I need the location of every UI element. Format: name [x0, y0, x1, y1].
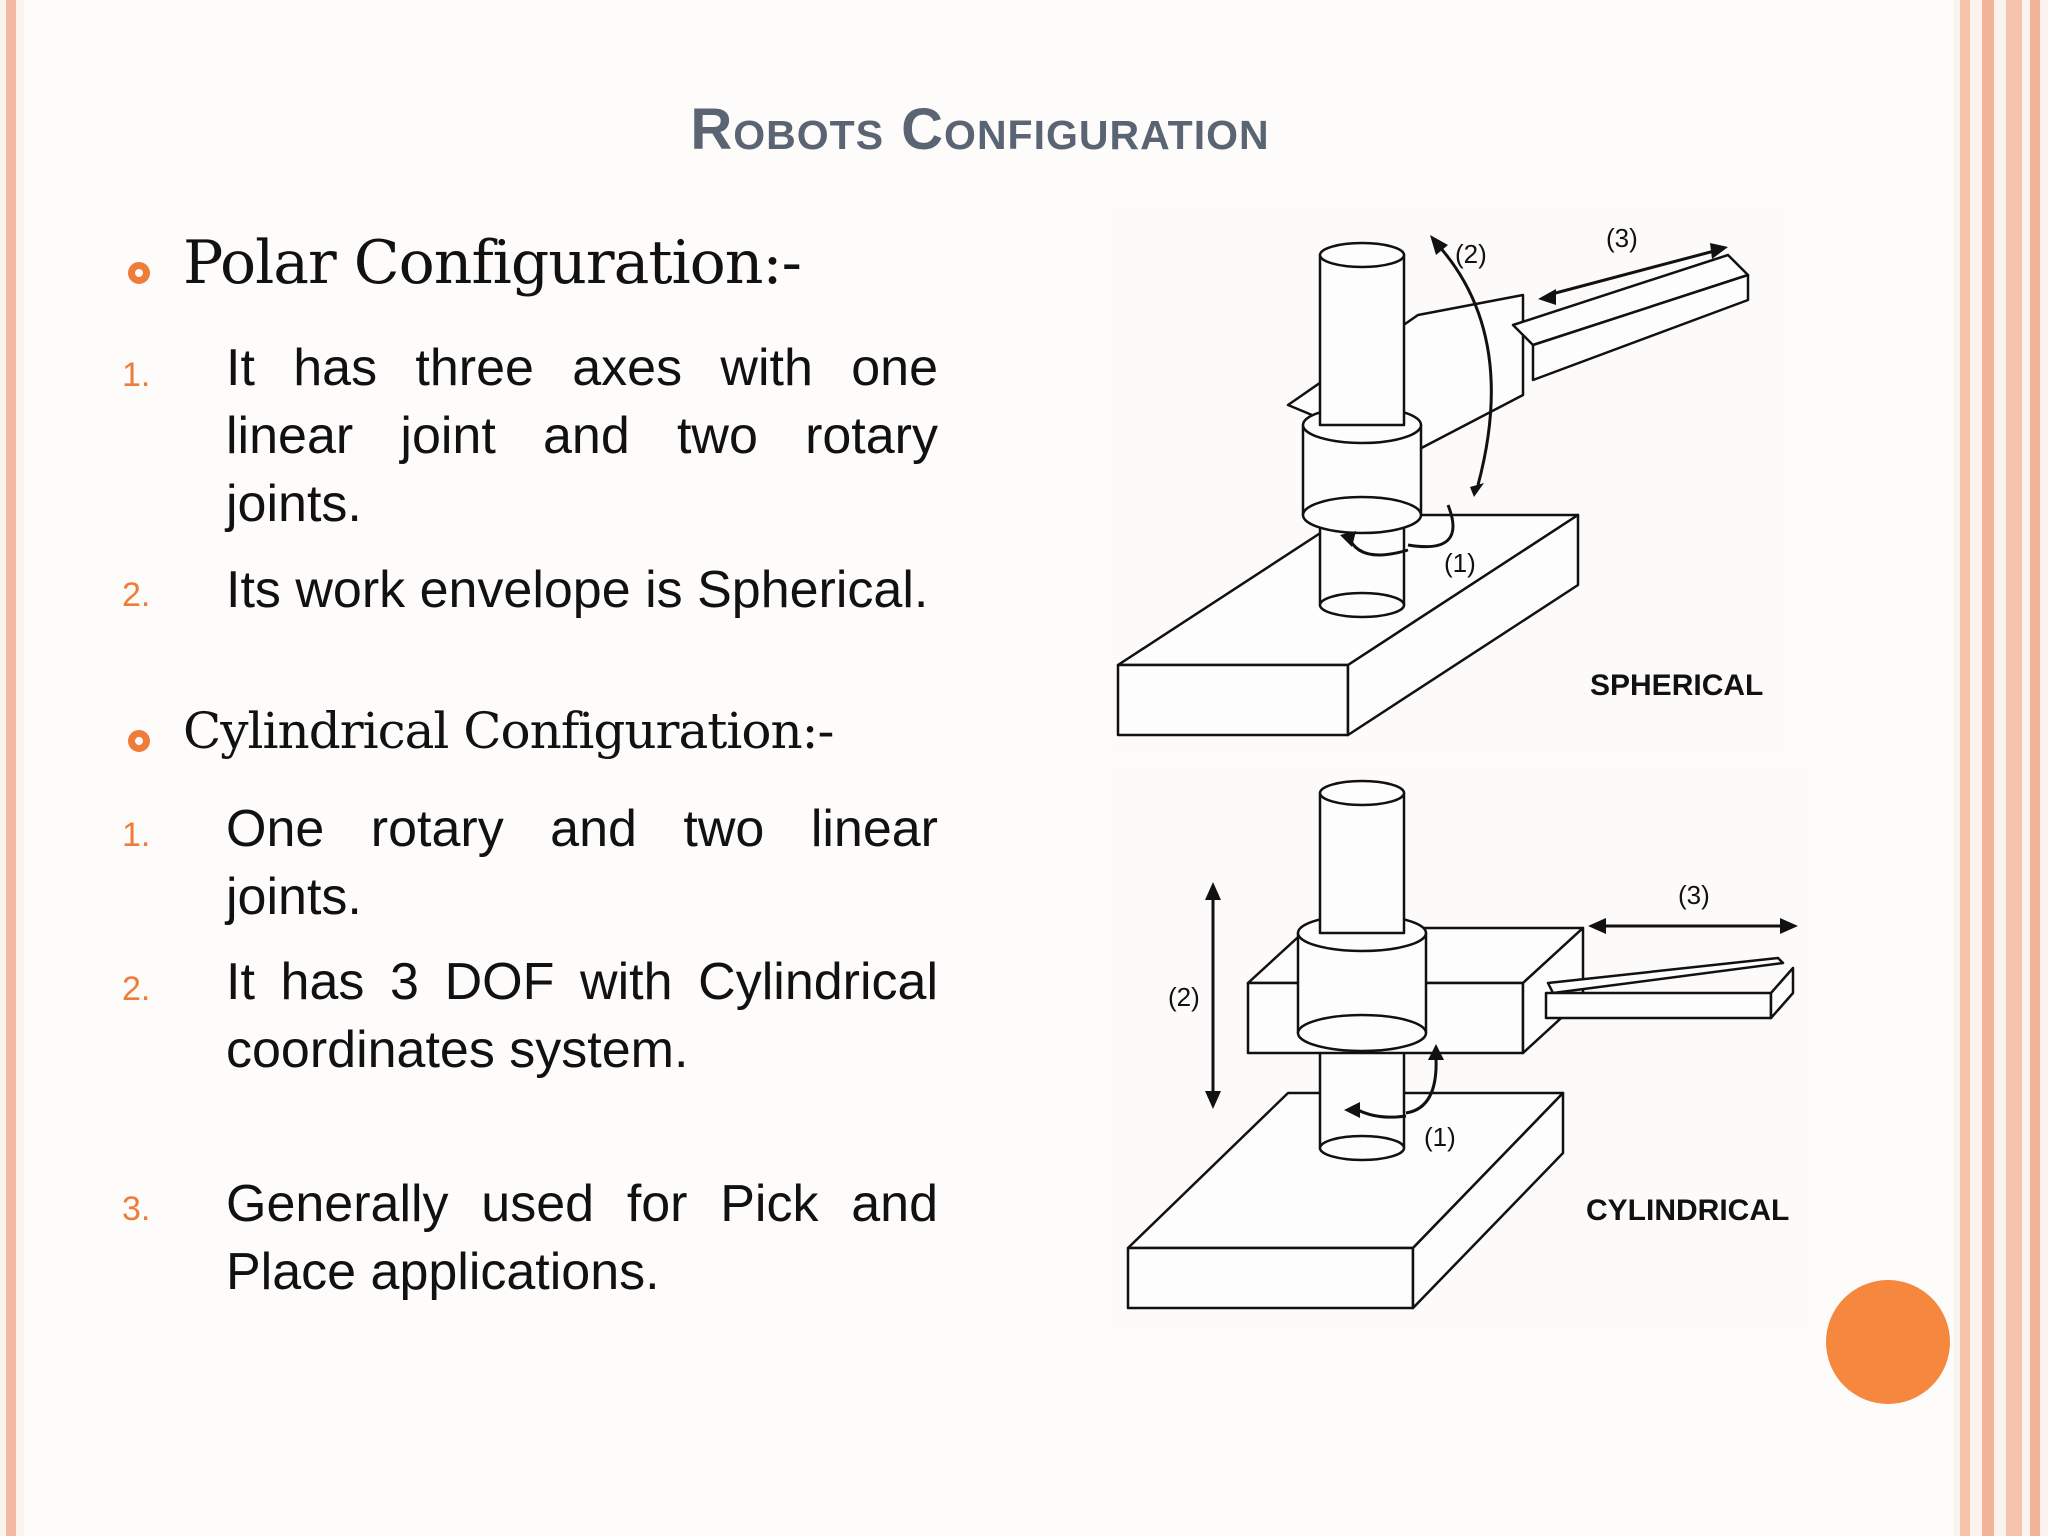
- cylindrical-label-2: (2): [1168, 982, 1200, 1012]
- spherical-label-2: (2): [1455, 239, 1487, 269]
- list-item: One rotary and two linear joints.: [226, 800, 938, 926]
- spherical-label-1: (1): [1444, 548, 1476, 578]
- spherical-robot-figure: (2) (3) (1) SPHERICAL: [1108, 205, 1788, 755]
- cylindrical-label-3: (3): [1678, 880, 1710, 910]
- list-number: 2.: [122, 970, 151, 1008]
- list-number: 2.: [122, 576, 151, 614]
- list-number: 3.: [122, 1190, 151, 1228]
- cylindrical-caption: CYLINDRICAL: [1586, 1194, 1789, 1227]
- list-item: Its work envelope is Spherical.: [226, 561, 929, 619]
- left-border-stripe: [6, 0, 16, 1536]
- spherical-robot-diagram: (2) (3) (1) SPHERICAL: [1116, 223, 1763, 737]
- list-item: It has 3 DOF with Cylindrical coordinate…: [226, 953, 938, 1079]
- right-border-stripe-3: [2006, 0, 2022, 1536]
- spherical-caption: SPHERICAL: [1590, 669, 1763, 702]
- right-border-stripe-1: [1960, 0, 1970, 1536]
- right-border-stripe-2: [1982, 0, 1994, 1536]
- slide-title: Robots Configuration: [690, 97, 1270, 162]
- cylindrical-robot-diagram: (2) (3) (1) CYLINDRICAL: [1126, 779, 1798, 1310]
- list-item: It has three axes with one linear joint …: [226, 339, 938, 533]
- spherical-label-3: (3): [1606, 223, 1638, 253]
- section-heading-cylindrical: Cylindrical Configuration:-: [183, 702, 834, 760]
- list-number: 1.: [122, 816, 151, 854]
- bullet-icon: [128, 730, 150, 752]
- list-item: Generally used for Pick and Place applic…: [226, 1175, 938, 1301]
- cylindrical-label-1: (1): [1424, 1122, 1456, 1152]
- decorative-circle: [1826, 1280, 1950, 1404]
- bullet-icon: [128, 262, 150, 284]
- list-number: 1.: [122, 356, 151, 394]
- cylindrical-robot-figure: (2) (3) (1) CYLINDRICAL: [1108, 768, 1808, 1330]
- right-border-stripe-4: [2030, 0, 2040, 1536]
- section-heading-polar: Polar Configuration:-: [183, 228, 802, 298]
